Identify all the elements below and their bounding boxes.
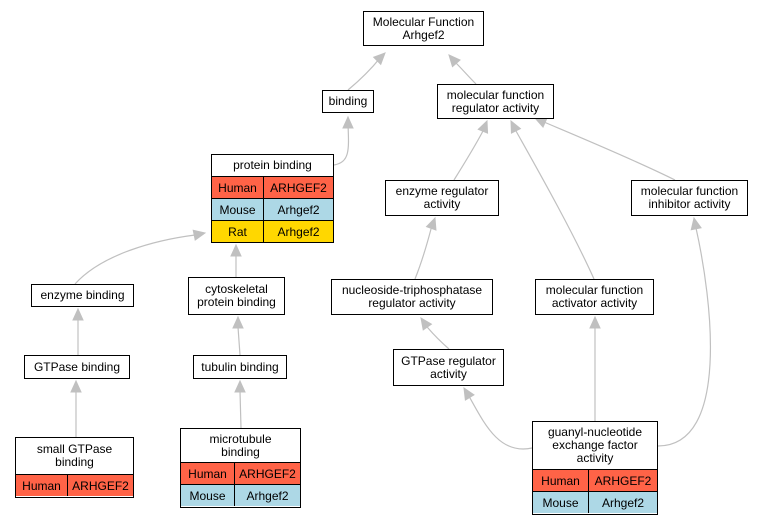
gene-cell[interactable]: ARHGEF2 xyxy=(270,180,327,195)
species-cell: Human xyxy=(16,475,68,496)
node-gtpase-binding[interactable]: GTPase binding xyxy=(24,355,130,379)
node-root[interactable]: Molecular Function Arhgef2 xyxy=(363,11,484,46)
node-label: cytoskeletal protein binding xyxy=(197,282,276,309)
arrowhead xyxy=(463,386,475,401)
arrowhead xyxy=(533,117,548,128)
edge-tubulin-binding-to-cytoskeletal-binding xyxy=(237,326,241,356)
species-cell: Human xyxy=(212,177,264,198)
node-gef-activity[interactable]: guanyl-nucleotide exchange factor activi… xyxy=(532,421,658,515)
ortholog-row: Rat Arhgef2 xyxy=(212,220,333,242)
edge-enzyme-regulator-to-mf-regulator xyxy=(453,130,484,181)
edge-mf-inhibitor-to-mf-regulator xyxy=(543,121,676,181)
node-label: nucleoside-triphosphatase regulator acti… xyxy=(341,283,483,310)
edge-microtubule-binding-to-tubulin-binding xyxy=(239,390,242,429)
node-label: microtubule binding xyxy=(209,431,272,459)
arrowhead xyxy=(510,119,522,134)
node-label: protein binding xyxy=(233,158,312,172)
gene-cell[interactable]: ARHGEF2 xyxy=(594,473,652,488)
gene-cell[interactable]: Arhgef2 xyxy=(601,495,645,510)
node-label: binding xyxy=(328,94,368,108)
node-cytoskeletal-binding[interactable]: cytoskeletal protein binding xyxy=(188,277,285,315)
node-tubulin-binding[interactable]: tubulin binding xyxy=(193,355,287,379)
edge-mf-activator-to-mf-regulator xyxy=(515,130,595,280)
gene-cell[interactable]: ARHGEF2 xyxy=(239,466,296,481)
node-label: molecular function activator activity xyxy=(545,283,644,310)
node-gtpase-regulator[interactable]: GTPase regulator activity xyxy=(393,349,504,386)
node-label: GTPase binding xyxy=(33,359,121,374)
ortholog-row: Human ARHGEF2 xyxy=(533,469,657,491)
ortholog-row: Mouse Arhgef2 xyxy=(533,491,657,513)
node-binding[interactable]: binding xyxy=(322,90,374,113)
species-cell: Mouse xyxy=(212,199,264,220)
arrowhead xyxy=(230,243,242,257)
node-enzyme-regulator[interactable]: enzyme regulator activity xyxy=(385,180,499,216)
edge-gef-activity-to-mf-inhibitor xyxy=(657,227,712,447)
node-mf-inhibitor[interactable]: molecular function inhibitor activity xyxy=(631,180,748,216)
arrowhead xyxy=(589,315,601,329)
gene-cell[interactable]: Arhgef2 xyxy=(246,488,289,503)
arrowhead xyxy=(232,315,244,329)
ortholog-row: Human ARHGEF2 xyxy=(16,474,133,496)
node-label: enzyme binding xyxy=(40,288,125,302)
node-mf-activator[interactable]: molecular function activator activity xyxy=(535,279,654,315)
node-ntp-regulator[interactable]: nucleoside-triphosphatase regulator acti… xyxy=(331,279,493,315)
arrowhead xyxy=(70,379,82,393)
gene-cell[interactable]: Arhgef2 xyxy=(277,224,320,239)
node-label: Molecular Function Arhgef2 xyxy=(372,14,475,42)
arrowhead xyxy=(192,229,207,241)
arrowhead xyxy=(477,119,489,134)
node-label: GTPase regulator activity xyxy=(401,353,496,381)
species-cell: Rat xyxy=(212,221,264,242)
species-cell: Mouse xyxy=(533,492,589,513)
node-mf-regulator[interactable]: molecular function regulator activity xyxy=(437,84,554,119)
edge-gef-activity-to-gtpase-regulator xyxy=(469,397,533,450)
arrowhead xyxy=(372,52,386,66)
arrowhead xyxy=(690,216,702,231)
species-cell: Mouse xyxy=(181,485,235,506)
node-label: guanyl-nucleotide exchange factor activi… xyxy=(547,425,643,465)
node-label: molecular function inhibitor activity xyxy=(640,184,739,211)
arrowhead xyxy=(72,307,84,321)
node-label: small GTPase binding xyxy=(36,442,113,469)
species-cell: Human xyxy=(533,470,589,491)
arrowhead xyxy=(342,115,354,129)
ortholog-row: Human ARHGEF2 xyxy=(212,176,333,198)
edge-mf-regulator-to-root xyxy=(455,62,477,85)
node-label: molecular function regulator activity xyxy=(446,87,545,115)
arrowhead xyxy=(234,379,246,393)
node-enzyme-binding[interactable]: enzyme binding xyxy=(31,284,134,307)
node-label: tubulin binding xyxy=(201,359,279,374)
arrowhead xyxy=(448,54,461,68)
edge-binding-to-root xyxy=(347,57,381,91)
edge-ntp-regulator-to-enzyme-regulator xyxy=(414,228,432,280)
arrowhead xyxy=(425,216,437,231)
arrowhead xyxy=(420,317,433,331)
edge-enzyme-binding-to-protein-binding xyxy=(74,234,196,285)
gene-cell[interactable]: ARHGEF2 xyxy=(72,478,129,493)
ortholog-row: Human ARHGEF2 xyxy=(181,462,300,484)
node-label: enzyme regulator activity xyxy=(395,184,489,211)
edge-gtpase-regulator-to-ntp-regulator xyxy=(426,326,450,350)
edge-protein-binding-to-binding xyxy=(333,123,350,166)
species-cell: Human xyxy=(181,463,235,484)
ortholog-row: Mouse Arhgef2 xyxy=(212,198,333,220)
ortholog-row: Mouse Arhgef2 xyxy=(181,484,300,506)
gene-cell[interactable]: Arhgef2 xyxy=(277,202,320,217)
